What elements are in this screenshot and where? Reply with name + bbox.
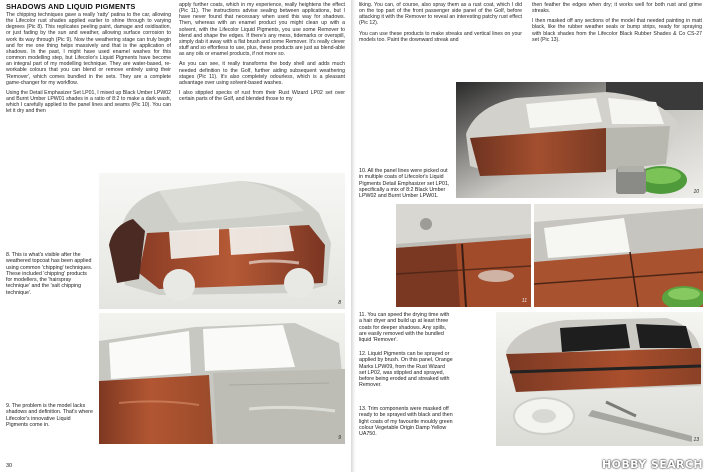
caption-10: 10. All the panel lines were picked out …: [359, 168, 450, 200]
caption-12: 12. Liquid Pigments can be sprayed or ap…: [359, 351, 453, 389]
caption-13: 13. Trim components were masked off read…: [359, 406, 453, 438]
photo-13: 13: [496, 312, 703, 446]
paragraph: The chipping techniques gave a really 'r…: [6, 12, 171, 86]
left-page: SHADOWS AND LIQUID PIGMENTS The chipping…: [0, 0, 351, 472]
car-side-illustration: [99, 313, 345, 444]
car-with-paint-illustration: [456, 82, 703, 198]
right-page: liking. You can, of course, also spray t…: [356, 0, 709, 472]
paragraph: Using the Detail Emphasizer Set LP01, I …: [6, 89, 171, 115]
photo-number: 11: [521, 298, 527, 304]
paragraph: I then masked off any sections of the mo…: [532, 18, 702, 43]
page-gutter: [351, 0, 356, 472]
photo-8: 8: [99, 173, 345, 309]
caption-9: 9. The problem is the model lacks shadow…: [6, 403, 93, 428]
section-heading: SHADOWS AND LIQUID PIGMENTS: [6, 2, 136, 11]
caption-11: 11. You can speed the drying time with a…: [359, 312, 450, 344]
paragraph: then feather the edges when dry; it work…: [532, 2, 702, 15]
caption-8: 8. This is what's visible after the weat…: [6, 252, 93, 296]
photo-number: 8: [338, 300, 341, 306]
paragraph: I also stippled specks of rust from thei…: [179, 90, 345, 103]
photo-10: 10: [456, 82, 703, 198]
paragraph: You can use these products to make strea…: [359, 30, 522, 43]
paragraph: liking. You can, of course, also spray t…: [359, 2, 522, 27]
paragraph: As you can see, it really transforms the…: [179, 61, 345, 86]
left-column-2: apply further coats, which in my experie…: [179, 2, 345, 106]
photo-11-side: [534, 204, 703, 307]
photo-9: 9: [99, 313, 345, 444]
left-column-1: The chipping techniques gave a really 'r…: [6, 12, 171, 119]
page-number-left: 30: [6, 463, 13, 469]
photo-number: 13: [693, 437, 699, 443]
right-column-1: liking. You can, of course, also spray t…: [359, 2, 522, 47]
paragraph: apply further coats, which in my experie…: [179, 2, 345, 58]
panel-detail-illustration: [396, 204, 531, 307]
masked-car-illustration: [496, 312, 703, 446]
car-shell-illustration: [99, 173, 345, 309]
side-panel-illustration: [534, 204, 703, 307]
right-column-2: then feather the edges when dry; it work…: [532, 2, 702, 47]
photo-11-detail: 11: [396, 204, 531, 307]
photo-number: 10: [693, 189, 699, 195]
photo-number: 9: [338, 435, 341, 441]
watermark: HOBBY SEARCH: [601, 458, 703, 471]
